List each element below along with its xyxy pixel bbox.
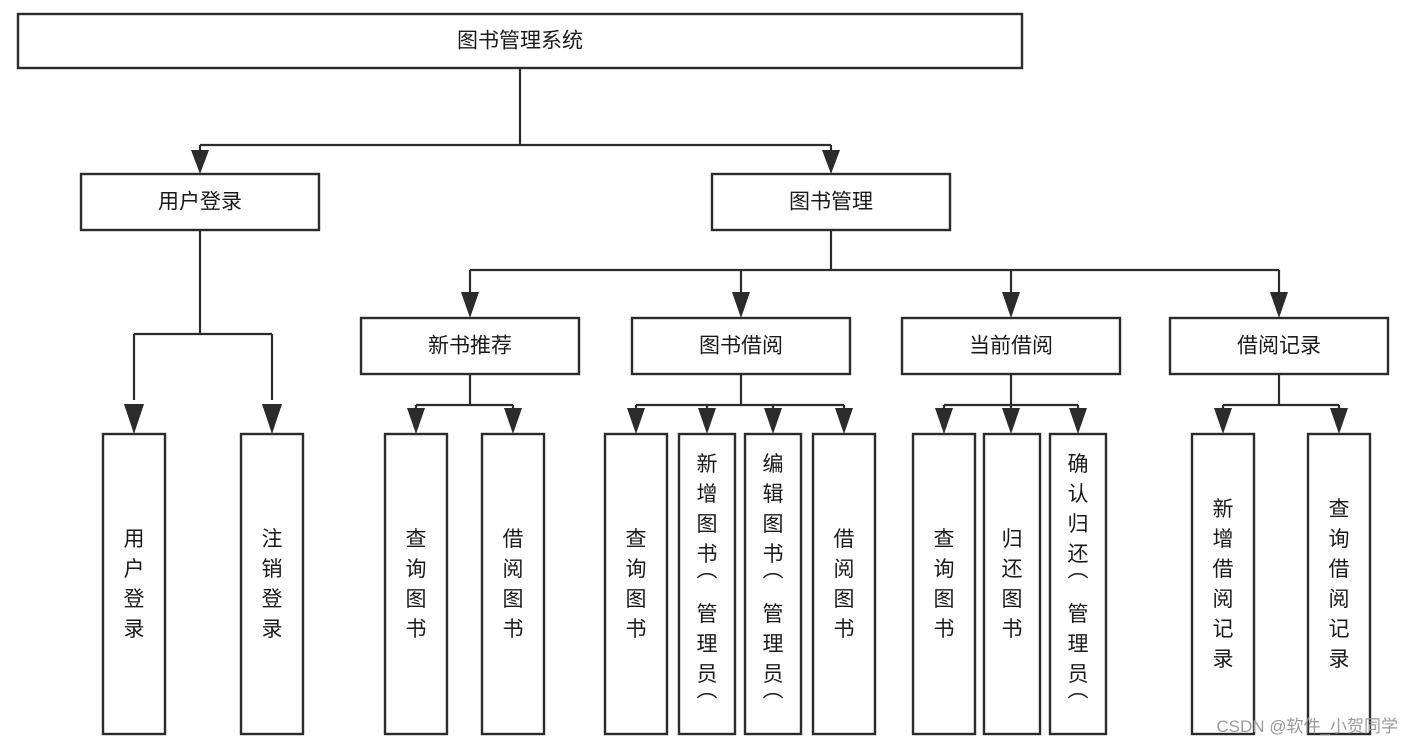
node-leaf-query-book-current-label: 查询图书 (934, 528, 955, 641)
node-book-manage-box[interactable] (710, 172, 952, 232)
node-root-box[interactable] (16, 12, 1024, 70)
node-leaf-add-book-admin[interactable]: 新增图书⌒管理员⌒ (677, 432, 737, 736)
node-book-borrow[interactable]: 图书借阅 (630, 316, 852, 376)
node-leaf-query-borrow-record[interactable]: 查询借阅记录 (1306, 432, 1372, 736)
node-leaf-confirm-return-admin[interactable]: 确认归还⌒管理员⌒ (1048, 432, 1108, 736)
arrow-head-book-manage (822, 150, 840, 174)
node-leaf-borrow-book-box[interactable] (811, 432, 877, 736)
node-current-borrow-label: 当前借阅 (969, 335, 1053, 358)
node-leaf-add-borrow-record[interactable]: 新增借阅记录 (1190, 432, 1256, 736)
node-leaf-return-book[interactable]: 归还图书 (982, 432, 1042, 736)
arrow-head-leaf-borrow-book-recommend (504, 408, 522, 434)
node-leaf-borrow-book-recommend-box[interactable] (480, 432, 546, 736)
node-leaf-return-book-box[interactable] (982, 432, 1042, 736)
arrow-head-leaf-borrow-book (835, 408, 853, 434)
arrow-head-leaf-user-login (124, 404, 144, 434)
leaf-node-layer: 用户登录 注销登录 查询图书 借阅图书 查询图书 新增图书⌒管理员⌒ 编辑图书⌒管理员⌒ 借阅… (101, 432, 1372, 736)
node-leaf-user-login-box[interactable] (101, 432, 167, 736)
node-leaf-confirm-return-admin-label: 确认归还⌒管理员⌒ (1068, 453, 1089, 716)
node-leaf-query-book-current-box[interactable] (911, 432, 977, 736)
node-leaf-query-book-recommend-label: 查询图书 (406, 528, 427, 641)
node-leaf-query-book-recommend[interactable]: 查询图书 (383, 432, 449, 736)
node-root[interactable]: 图书管理系统 (16, 12, 1024, 70)
connector-layer (124, 68, 1348, 434)
node-new-book-recommend-box[interactable] (359, 316, 581, 376)
node-leaf-borrow-book-recommend-label: 借阅图书 (503, 528, 524, 641)
arrow-head-leaf-add-book-admin (698, 408, 716, 434)
node-leaf-add-borrow-record-box[interactable] (1190, 432, 1256, 736)
node-current-borrow-box[interactable] (900, 316, 1122, 376)
node-leaf-confirm-return-admin-box[interactable] (1048, 432, 1108, 736)
node-leaf-query-book-borrow-box[interactable] (603, 432, 669, 736)
node-leaf-user-login[interactable]: 用户登录 (101, 432, 167, 736)
node-leaf-edit-book-admin[interactable]: 编辑图书⌒管理员⌒ (743, 432, 803, 736)
node-leaf-user-login-label: 用户登录 (124, 528, 145, 641)
node-leaf-query-book-borrow-label: 查询图书 (626, 528, 647, 641)
node-new-book-recommend-label: 新书推荐 (428, 335, 512, 358)
node-leaf-borrow-book-label: 借阅图书 (834, 528, 855, 641)
node-leaf-logout[interactable]: 注销登录 (239, 432, 305, 736)
node-leaf-return-book-label: 归还图书 (1002, 528, 1023, 641)
arrow-head-leaf-edit-book-admin (764, 408, 782, 434)
arrow-head-leaf-logout (262, 404, 282, 434)
node-leaf-borrow-book-recommend[interactable]: 借阅图书 (480, 432, 546, 736)
node-borrow-record-label: 借阅记录 (1237, 335, 1321, 358)
node-root-label: 图书管理系统 (457, 30, 583, 53)
node-leaf-edit-book-admin-box[interactable] (743, 432, 803, 736)
arrow-head-current-borrow (1002, 292, 1020, 318)
node-leaf-add-book-admin-label: 新增图书⌒管理员⌒ (697, 453, 718, 716)
node-leaf-add-borrow-record-label: 新增借阅记录 (1213, 498, 1234, 671)
node-leaf-borrow-book[interactable]: 借阅图书 (811, 432, 877, 736)
node-user-login-label: 用户登录 (158, 191, 242, 214)
node-leaf-query-borrow-record-label: 查询借阅记录 (1329, 498, 1350, 671)
node-leaf-logout-label: 注销登录 (262, 528, 283, 641)
node-current-borrow[interactable]: 当前借阅 (900, 316, 1122, 376)
arrow-head-leaf-query-book-current (935, 408, 953, 434)
arrow-head-leaf-query-borrow-record (1330, 408, 1348, 434)
node-new-book-recommend[interactable]: 新书推荐 (359, 316, 581, 376)
node-book-manage-label: 图书管理 (789, 191, 873, 214)
arrow-head-borrow-record (1270, 292, 1288, 318)
node-book-manage[interactable]: 图书管理 (710, 172, 952, 232)
node-book-borrow-label: 图书借阅 (699, 335, 783, 358)
node-user-login-box[interactable] (79, 172, 321, 232)
arrow-head-leaf-add-borrow-record (1214, 408, 1232, 434)
arrow-head-new-book-recommend (461, 292, 479, 318)
node-leaf-add-book-admin-box[interactable] (677, 432, 737, 736)
watermark-label: CSDN @软件_小贺同学 (1216, 717, 1398, 736)
arrow-head-user-login (191, 150, 209, 174)
arrow-head-leaf-query-book-recommend (407, 408, 425, 434)
node-leaf-logout-box[interactable] (239, 432, 305, 736)
arrow-head-leaf-confirm-return-admin (1069, 408, 1087, 434)
node-leaf-query-book-recommend-box[interactable] (383, 432, 449, 736)
node-book-borrow-box[interactable] (630, 316, 852, 376)
node-borrow-record[interactable]: 借阅记录 (1168, 316, 1390, 376)
arrow-head-leaf-query-book-borrow (627, 408, 645, 434)
node-leaf-query-book-current[interactable]: 查询图书 (911, 432, 977, 736)
node-leaf-query-borrow-record-box[interactable] (1306, 432, 1372, 736)
node-user-login[interactable]: 用户登录 (79, 172, 321, 232)
node-leaf-edit-book-admin-label: 编辑图书⌒管理员⌒ (763, 453, 784, 716)
node-borrow-record-box[interactable] (1168, 316, 1390, 376)
arrow-head-leaf-return-book (1002, 408, 1020, 434)
node-leaf-query-book-borrow[interactable]: 查询图书 (603, 432, 669, 736)
arrow-head-book-borrow (732, 292, 750, 318)
